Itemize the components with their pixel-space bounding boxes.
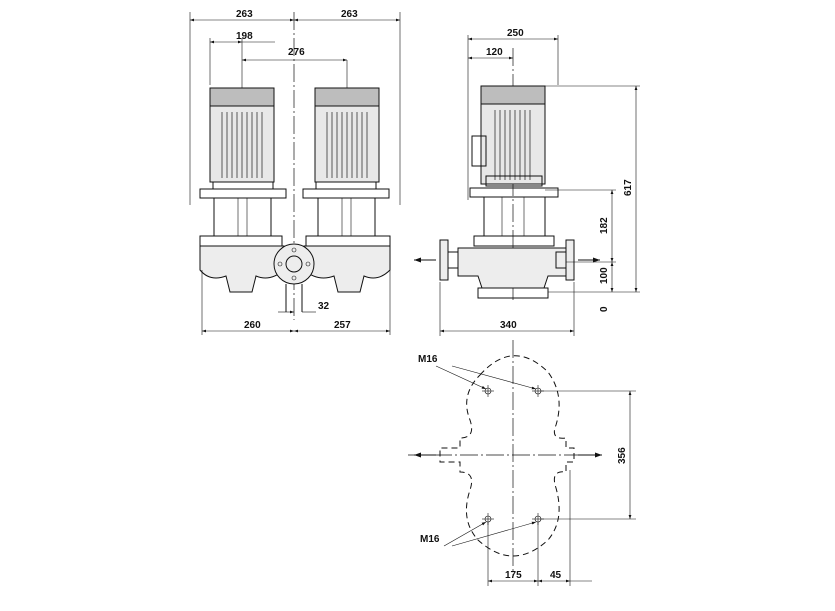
bolt-label-top: M16 (418, 354, 438, 365)
front-dim-top-left: 263 (236, 9, 253, 20)
plan-dim-vertical: 356 (617, 447, 628, 464)
side-dim-total-height: 617 (623, 179, 634, 196)
side-dim-port-height: 100 (599, 267, 610, 284)
front-view: 263 263 198 276 (189, 9, 401, 335)
side-dim-base: 0 (599, 306, 610, 312)
side-dim-motor-offset: 120 (486, 47, 503, 58)
front-dim-motor-offset: 198 (236, 31, 253, 42)
front-dim-top-right: 263 (341, 9, 358, 20)
bolt-label-bottom: M16 (420, 534, 440, 545)
side-dim-width-top: 250 (507, 28, 524, 39)
front-dim-flange-offset: 32 (318, 301, 330, 312)
side-dim-base-width: 340 (500, 320, 517, 331)
side-dim-coupling-height: 182 (599, 217, 610, 234)
front-dim-bottom-right: 257 (334, 320, 351, 331)
side-view: 250 120 61 (414, 28, 640, 336)
front-dim-bottom-left: 260 (244, 320, 261, 331)
front-dim-motor-spacing: 276 (288, 47, 305, 58)
plan-dim-horizontal-small: 45 (550, 570, 562, 581)
plan-view: M16 M16 356 175 45 (408, 340, 636, 586)
bolt-hole-top-left (482, 385, 494, 397)
plan-dim-horizontal: 175 (505, 570, 522, 581)
